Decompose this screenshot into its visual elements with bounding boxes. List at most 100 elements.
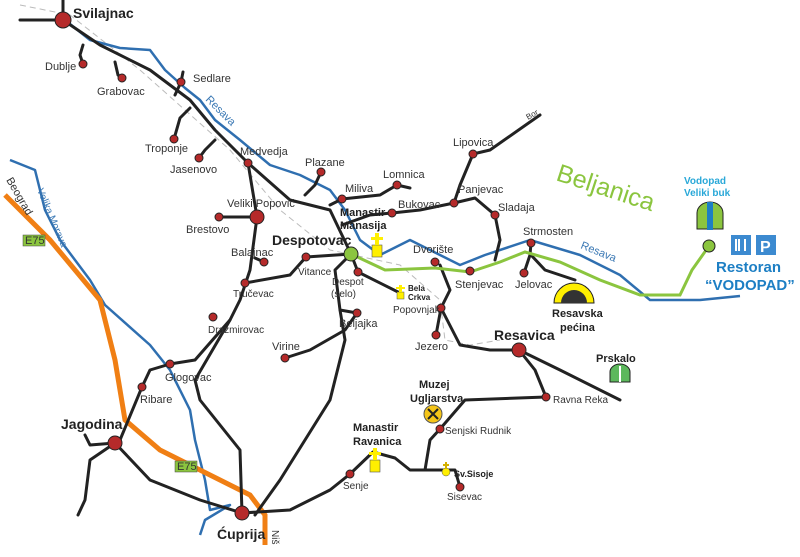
- town-drazmirovac[interactable]: Drazmirovac: [208, 325, 264, 336]
- town-lipovica[interactable]: Lipovica: [453, 137, 494, 149]
- landmark-resavska-pecina[interactable]: Resavska pećina: [552, 282, 604, 334]
- cave-icon: [553, 282, 595, 304]
- church-icon: [441, 462, 451, 477]
- town-ribare[interactable]: Ribare: [140, 394, 172, 406]
- town-dot: [392, 180, 402, 190]
- town-senje[interactable]: Senje: [343, 481, 369, 492]
- town-brestovo[interactable]: Brestovo: [186, 224, 229, 236]
- vodopad-marker: [702, 239, 716, 253]
- label: Vodopad: [684, 176, 726, 187]
- town-dvoriste[interactable]: Dvorište: [413, 244, 453, 256]
- svg-text:E75: E75: [25, 235, 45, 247]
- town-dot: [526, 238, 536, 248]
- parking-icon: P: [756, 235, 776, 256]
- town-trucevac[interactable]: Tručevac: [233, 289, 274, 300]
- town-dublje[interactable]: Dublje: [45, 61, 76, 73]
- town-dot: [194, 153, 204, 163]
- town-sedlare[interactable]: Sedlare: [193, 73, 231, 85]
- river-velika-morava: [9, 158, 232, 536]
- town-dot: [107, 435, 123, 451]
- label: Prskalo: [596, 353, 636, 365]
- town-troponje[interactable]: Troponje: [145, 143, 188, 155]
- town-dot: [249, 209, 265, 225]
- restoran-vodopad[interactable]: Restoran “VODOPAD”: [705, 259, 795, 294]
- town-ravna-reka[interactable]: Ravna Reka: [553, 395, 608, 406]
- label: Manasija: [340, 220, 387, 232]
- town-miliva[interactable]: Miliva: [345, 183, 374, 195]
- town-jezero[interactable]: Jezero: [415, 341, 448, 353]
- town-sladaja[interactable]: Sladaja: [498, 202, 536, 214]
- town-dot: [431, 330, 441, 340]
- town-popovnjak[interactable]: Popovnjak: [393, 305, 441, 316]
- trail-beljanica: [350, 245, 711, 297]
- town-despot-selo[interactable]: Despot: [332, 277, 364, 288]
- town-grabovac[interactable]: Grabovac: [97, 86, 145, 98]
- town-resavica[interactable]: Resavica: [494, 327, 555, 343]
- town-dot: [337, 194, 347, 204]
- town-dot: [430, 257, 440, 267]
- town-vitance[interactable]: Vitance: [298, 267, 332, 278]
- town-dot: [465, 266, 475, 276]
- waterfall-icon: [696, 201, 724, 230]
- town-dot: [511, 342, 527, 358]
- town-plazane[interactable]: Plazane: [305, 157, 345, 169]
- town-panjevac[interactable]: Panjevac: [458, 184, 504, 196]
- town-strmosten[interactable]: Strmosten: [523, 226, 573, 238]
- town-lomnica[interactable]: Lomnica: [383, 169, 425, 181]
- town-despot-selo-suffix: (selo): [331, 289, 356, 300]
- nis-label: Niš: [269, 530, 280, 544]
- bor-label: Bor: [525, 108, 541, 122]
- landmark-vodopad-veliki-buk[interactable]: Vodopad Veliki buk: [684, 176, 731, 253]
- town-dot: [436, 303, 446, 313]
- town-jagodina[interactable]: Jagodina: [61, 416, 123, 432]
- town-despotovac[interactable]: Despotovac: [272, 232, 352, 248]
- landmark-manastir-ravanica[interactable]: Manastir Ravanica: [353, 422, 402, 473]
- town-glogovac[interactable]: Glogovac: [165, 372, 212, 384]
- landmark-manastir-manasija[interactable]: Manastir Manasija: [340, 207, 387, 258]
- town-dot: [208, 312, 218, 322]
- label: Manastir: [340, 207, 386, 219]
- town-dot: [54, 11, 72, 29]
- town-bukovac[interactable]: Bukovac: [398, 199, 441, 211]
- town-dot: [234, 505, 250, 521]
- town-sisevac[interactable]: Sisevac: [447, 492, 482, 503]
- town-dot: [169, 134, 179, 144]
- town-jasenovo[interactable]: Jasenovo: [170, 164, 217, 176]
- town-dot: [541, 392, 551, 402]
- town-cuprija[interactable]: Ćuprija: [217, 525, 265, 542]
- town-dot: [165, 359, 175, 369]
- svg-text:E75: E75: [177, 461, 197, 473]
- landmark-prskalo[interactable]: Prskalo: [596, 353, 636, 383]
- landmark-sv-sisoje[interactable]: Sv.Sisoje: [441, 462, 493, 479]
- label: Crkva: [408, 293, 431, 302]
- town-dot: [345, 469, 355, 479]
- town-dot: [455, 482, 465, 492]
- town-beljajka[interactable]: Beljajka: [339, 318, 378, 330]
- town-dot: [176, 77, 186, 87]
- label: “VODOPAD”: [705, 277, 795, 294]
- label: Ugljarstva: [410, 393, 464, 405]
- landmark-bela-crkva[interactable]: Bela Crkva: [396, 284, 431, 302]
- town-medvedja[interactable]: Medvedja: [240, 146, 289, 158]
- despotovac-marker: [343, 246, 359, 262]
- town-balajnac[interactable]: Balajnac: [231, 247, 274, 259]
- town-senjski-rudnik[interactable]: Senjski Rudnik: [445, 426, 512, 437]
- town-dot: [243, 158, 253, 168]
- town-dot: [259, 257, 269, 267]
- label: Restoran: [716, 259, 781, 276]
- label: Bela: [408, 284, 425, 293]
- label: Muzej: [419, 379, 450, 391]
- beljanica-label: Beljanica: [553, 159, 658, 217]
- town-dot: [316, 167, 326, 177]
- town-dot: [449, 198, 459, 208]
- town-veliki-popovic[interactable]: Veliki Popović: [227, 198, 295, 210]
- town-jelovac[interactable]: Jelovac: [515, 279, 553, 291]
- label: Ravanica: [353, 436, 402, 448]
- town-stenjevac[interactable]: Stenjevac: [455, 279, 504, 291]
- town-svilajnac[interactable]: Svilajnac: [73, 5, 134, 21]
- church-cross-icon: [396, 285, 405, 300]
- town-virine[interactable]: Virine: [272, 341, 300, 353]
- landmark-muzej-ugljarstva[interactable]: Muzej Ugljarstva: [410, 379, 464, 424]
